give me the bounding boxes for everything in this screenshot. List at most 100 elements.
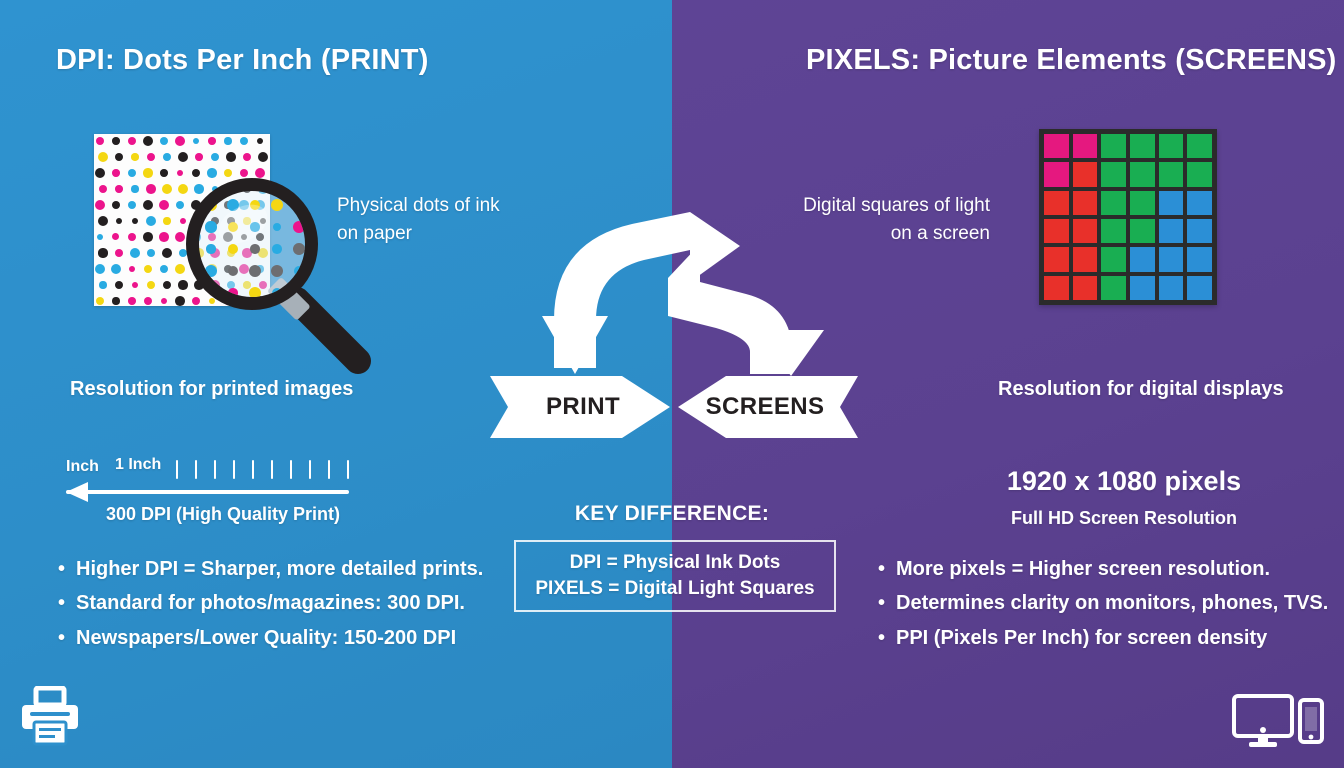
ruler-arrow-head-icon [66, 482, 88, 502]
magnified-halftone-dot [316, 288, 318, 298]
halftone-dot [146, 184, 156, 194]
pixel-cell-green [1129, 219, 1155, 244]
halftone-dot [192, 137, 200, 145]
bullet-item: •PPI (Pixels Per Inch) for screen densit… [878, 621, 1328, 655]
magnified-halftone-dot [228, 178, 239, 188]
halftone-dot [160, 297, 168, 305]
magnified-halftone-dot [315, 178, 318, 189]
magnified-halftone-dot [270, 264, 284, 278]
pixel-cell-blue [1187, 219, 1212, 244]
pixel-cell-green [1101, 162, 1126, 187]
halftone-dot [95, 136, 105, 146]
halftone-dot [224, 169, 232, 177]
halftone-dot [176, 169, 184, 177]
printer-icon [18, 685, 82, 753]
bullet-item: • More pixels = Higher screen resolution. [878, 552, 1328, 586]
halftone-dot [94, 199, 106, 211]
halftone-dot [159, 136, 169, 146]
bullet-text: More pixels = Higher screen resolution. [896, 558, 1271, 580]
ruler-tick [195, 460, 197, 479]
halftone-dot [179, 217, 187, 225]
magnified-halftone-dot [186, 199, 195, 211]
magnified-halftone-dot [294, 200, 304, 210]
halftone-dot [178, 280, 188, 290]
halftone-dot [143, 296, 153, 306]
magnified-halftone-dot [295, 179, 303, 187]
halftone-dot [112, 297, 120, 305]
halftone-dot [112, 233, 120, 241]
left-panel-title: DPI: Dots Per Inch (PRINT) [56, 44, 429, 76]
magnified-halftone-dot [228, 288, 238, 297]
magnified-halftone-dot [186, 243, 195, 255]
magnified-halftone-dot [186, 288, 194, 298]
magnified-halftone-dot [248, 264, 262, 278]
halftone-dot [177, 151, 189, 163]
pixel-cell-green [1158, 134, 1184, 159]
halftone-dot [242, 152, 251, 161]
halftone-dot [146, 152, 156, 162]
halftone-dot [191, 200, 201, 210]
ruler-tick [290, 460, 292, 479]
ruler-tick [214, 460, 216, 479]
halftone-dot [175, 264, 185, 274]
halftone-dot [239, 168, 249, 178]
magnified-halftone-dot [204, 264, 218, 278]
pixel-cell-blue [1187, 190, 1212, 215]
key-difference-box: DPI = Physical Ink Dots PIXELS = Digital… [514, 540, 836, 612]
pixel-cell-blue [1158, 247, 1184, 272]
halftone-dot [208, 137, 216, 145]
halftone-dot [128, 265, 136, 273]
halftone-dot [159, 264, 169, 274]
pixel-cell-magenta [1044, 134, 1069, 159]
magnified-halftone-dot [315, 243, 318, 256]
magnified-halftone-dot [292, 220, 305, 234]
ruler-label-inch: Inch [66, 458, 99, 475]
halftone-dot [115, 185, 123, 193]
halftone-dot [114, 248, 124, 258]
key-difference-line2: PIXELS = Digital Light Squares [535, 578, 815, 599]
halftone-dot [131, 281, 139, 289]
halftone-dot [178, 248, 188, 258]
bullet-marker-icon: • [878, 592, 886, 615]
halftone-dot [163, 153, 171, 161]
key-difference-line1: DPI = Physical Ink Dots [569, 552, 781, 574]
magnified-halftone-dot [205, 309, 218, 310]
halftone-dot [175, 200, 185, 210]
pixel-cell-green [1101, 219, 1126, 244]
halftone-dot [110, 263, 121, 274]
bullet-marker-icon: • [58, 558, 66, 580]
screens-banner: SCREENS [678, 376, 858, 438]
halftone-dot [94, 167, 106, 179]
magnified-halftone-dot [248, 286, 262, 297]
magnified-halftone-dot [293, 243, 305, 255]
print-banner-label: PRINT [546, 393, 620, 420]
pixel-cell-blue [1129, 247, 1155, 272]
pixel-cell-blue [1158, 190, 1184, 215]
halftone-dot [114, 280, 124, 290]
halftone-dot [177, 183, 189, 195]
halftone-dot [112, 137, 120, 145]
halftone-dot [163, 217, 171, 225]
pixel-cell-blue [1158, 275, 1184, 300]
pixel-cell-red [1072, 275, 1098, 300]
magnified-halftone-dot [206, 244, 216, 254]
magnified-halftone-dot [250, 244, 260, 254]
left-subtitle: Resolution for printed images [70, 378, 354, 400]
ruler-tick [328, 460, 330, 479]
pixel-cell-green [1187, 162, 1212, 187]
magnified-halftone-dot [271, 287, 283, 297]
bullet-item: •Higher DPI = Sharper, more detailed pri… [58, 552, 483, 586]
bullet-marker-icon: • [878, 558, 886, 580]
key-difference-heading: KEY DIFFERENCE: [574, 502, 770, 525]
halftone-dot [208, 297, 216, 305]
inch-ruler: Inch 1 Inch 300 DPI (High Quality Print) [66, 452, 366, 530]
smartphone-icon [1298, 698, 1324, 744]
ruler-label-one-inch: 1 Inch [115, 456, 162, 473]
halftone-dot [143, 264, 153, 274]
magnified-halftone-dot [250, 200, 260, 210]
pixel-cell-red [1072, 247, 1098, 272]
bullet-marker-icon: • [58, 592, 66, 615]
bullet-item: •Newspapers/Lower Quality: 150-200 DPI [58, 621, 483, 655]
halftone-dot [127, 200, 137, 210]
